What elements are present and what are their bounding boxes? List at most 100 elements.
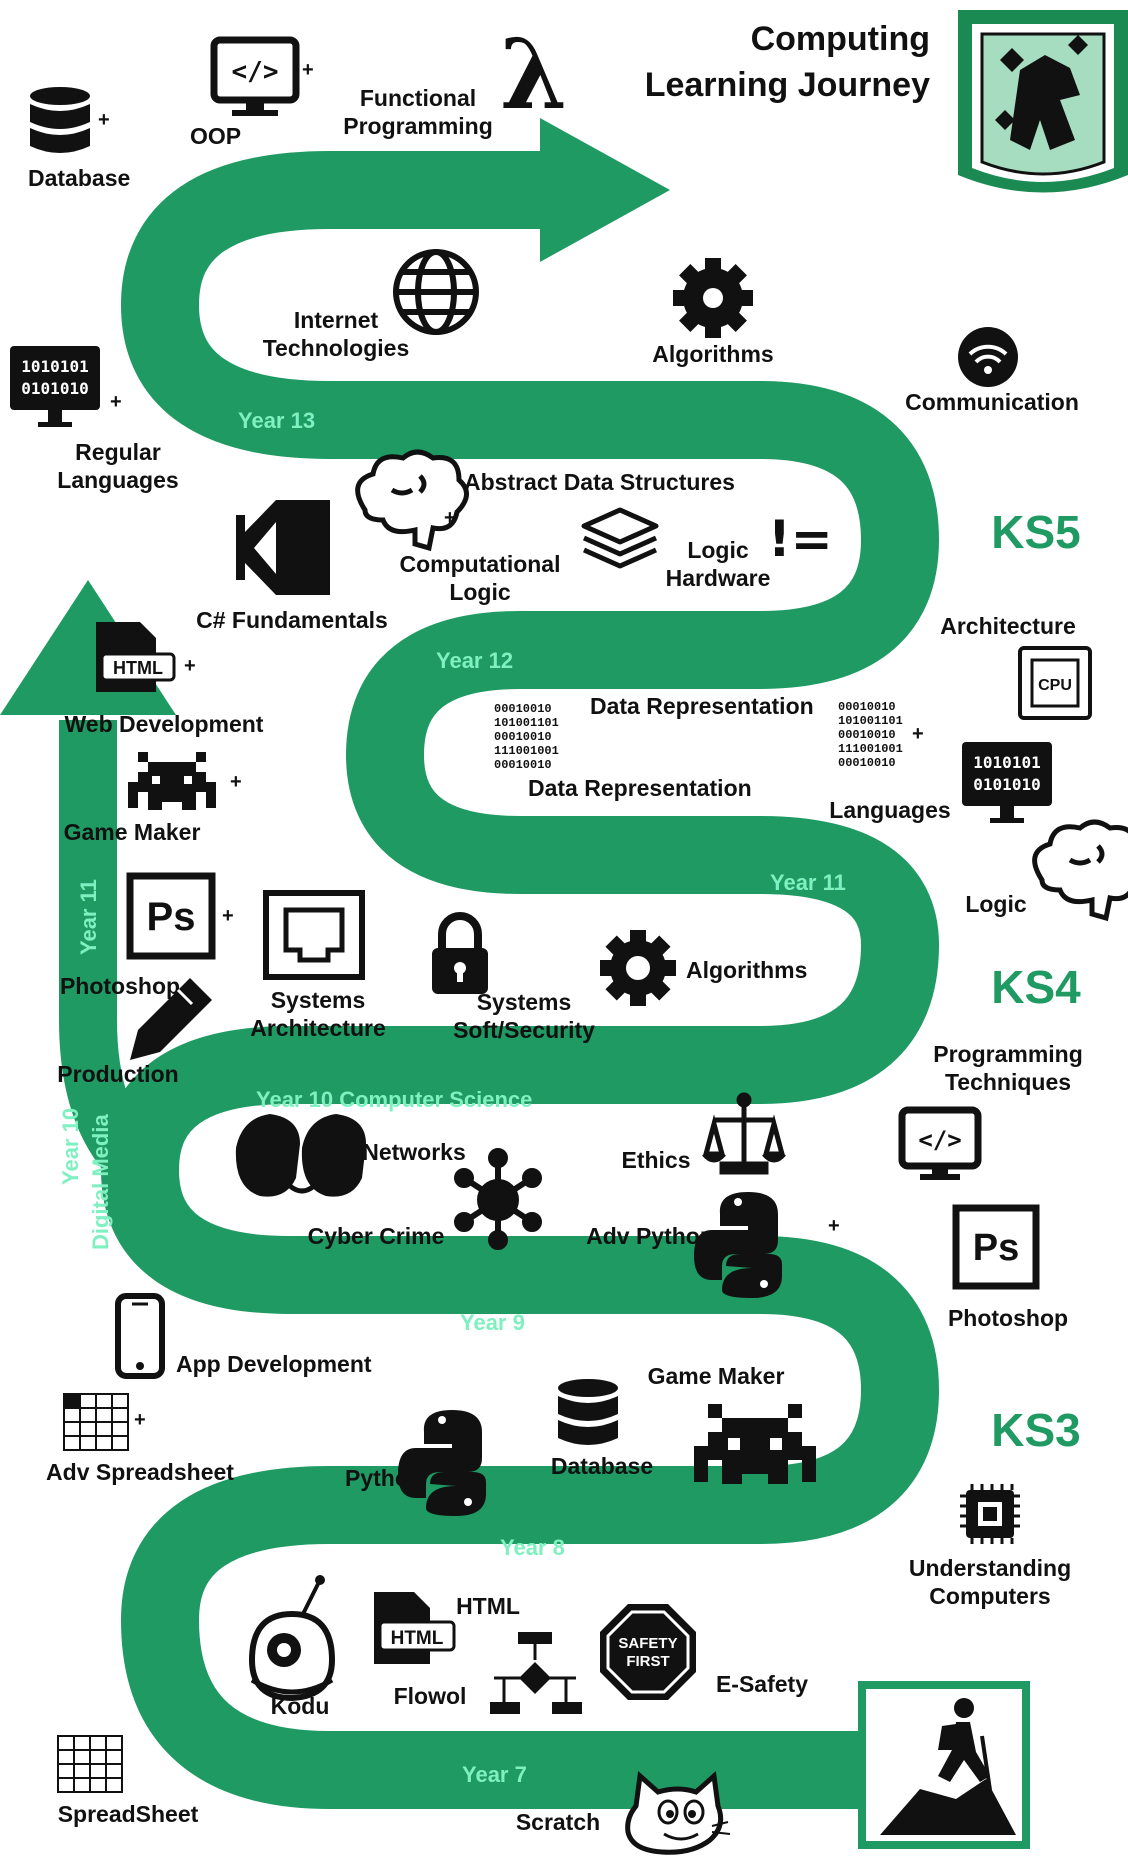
topic-languages: Languages (829, 797, 950, 823)
topic-database-top: Database (28, 165, 130, 191)
globe-icon (393, 249, 479, 335)
topic-logic: Logic (965, 891, 1027, 917)
spreadsheet-icon (63, 1393, 129, 1451)
handcuffs-icon (235, 1114, 366, 1197)
html-file-icon: HTML (374, 1592, 456, 1664)
svg-text:FIRST: FIRST (626, 1653, 669, 1670)
plus: + (110, 391, 122, 413)
plus: + (828, 1215, 840, 1237)
chip-icon (960, 1484, 1020, 1544)
topic-comp-logic-2: Logic (449, 579, 511, 605)
svg-text:</>: </> (232, 57, 279, 87)
photoshop-icon: Ps (952, 1204, 1040, 1290)
topic-sys-sec-2: Soft/Security (453, 1017, 595, 1043)
topic-communication: Communication (905, 389, 1079, 415)
gear-icon (600, 930, 676, 1006)
binary-block-2: 111001001 (838, 742, 903, 756)
svg-text:Ps: Ps (973, 1227, 1019, 1269)
python-icon (398, 1410, 486, 1516)
brain-icon (1032, 819, 1128, 922)
road-path (101, 151, 939, 1809)
svg-text:Ps: Ps (147, 895, 196, 939)
dm-year-11-label: Year 11 (76, 879, 101, 955)
binary-block-1: 00010010 (494, 758, 552, 772)
topic-logic-hw-1: Logic (687, 537, 749, 563)
topic-sys-sec-1: Systems (477, 989, 572, 1015)
topic-photoshop: Photoshop (948, 1305, 1068, 1331)
topic-csharp: C# Fundamentals (196, 607, 388, 633)
topic-scratch: Scratch (516, 1809, 600, 1835)
topic-sys-arch-2: Architecture (250, 1015, 385, 1041)
topic-flowol: Flowol (394, 1683, 467, 1709)
cpu-icon: CPU (1018, 646, 1092, 720)
brain-icon (355, 449, 469, 552)
svg-text:0101010: 0101010 (21, 379, 88, 398)
space-invader-icon (128, 752, 216, 810)
kodu-robot-icon (248, 1575, 336, 1702)
database-icon (558, 1379, 618, 1445)
topic-kodu: Kodu (271, 1693, 330, 1719)
ethernet-port-icon (263, 890, 365, 980)
topic-internet-1: Internet (294, 307, 379, 333)
gear-icon (673, 258, 753, 338)
topic-architecture: Architecture (940, 613, 1075, 639)
topic-algorithms-mid: Algorithms (686, 957, 807, 983)
flowchart-icon (490, 1632, 582, 1714)
topic-prog-tech-2: Techniques (945, 1069, 1071, 1095)
topic-sys-arch-1: Systems (271, 987, 366, 1013)
topic-spreadsheet: SpreadSheet (58, 1801, 199, 1827)
dm-name-label: Digital Media (88, 1114, 113, 1250)
topic-cyber-crime: Cyber Crime (308, 1223, 445, 1249)
svg-text:HTML: HTML (113, 658, 163, 678)
topic-understanding-1: Understanding (909, 1555, 1071, 1581)
topic-algorithms-top: Algorithms (652, 341, 773, 367)
topic-adv-python: Adv Python (586, 1223, 714, 1249)
year-8-label: Year 8 (500, 1535, 565, 1560)
layers-icon (581, 507, 659, 569)
svg-text:0101010: 0101010 (973, 775, 1040, 794)
dm-year-10-label: Year 10 (58, 1108, 83, 1185)
topic-understanding-2: Computers (929, 1583, 1050, 1609)
topic-functional-1: Functional (360, 85, 476, 111)
svg-text:1010101: 1010101 (973, 753, 1040, 772)
visual-studio-icon (236, 500, 330, 595)
topic-production: Production (57, 1061, 178, 1087)
plus: + (134, 1409, 146, 1431)
not-equal-icon: != (768, 510, 833, 568)
network-hub-icon (454, 1148, 542, 1250)
database-top-icon (30, 87, 90, 153)
binary-monitor-icon: 1010101 0101010 (10, 346, 100, 427)
ks5-label: KS5 (991, 506, 1080, 558)
python-icon (694, 1192, 782, 1298)
spreadsheet-icon (57, 1735, 123, 1793)
binary-block-2: 00010010 (838, 700, 896, 714)
lambda-icon: λ (500, 18, 567, 131)
year-12-label: Year 12 (436, 648, 513, 673)
topic-regular-lang-2: Languages (57, 467, 178, 493)
topic-data-rep-2: Data Representation (528, 775, 752, 801)
topic-game-maker-dm: Game Maker (64, 819, 201, 845)
plus: + (184, 655, 196, 677)
topic-game-maker: Game Maker (648, 1363, 785, 1389)
topic-functional-2: Programming (343, 113, 493, 139)
topic-html: HTML (456, 1593, 520, 1619)
binary-block-2: 00010010 (838, 728, 896, 742)
topic-photoshop-dm: Photoshop (60, 973, 180, 999)
ks3-label: KS3 (991, 1404, 1080, 1456)
binary-block-1: 00010010 (494, 702, 552, 716)
pencil-icon (130, 978, 212, 1060)
hiker-icon (858, 1681, 1030, 1849)
topic-esafety: E-Safety (716, 1671, 808, 1697)
photoshop-icon: Ps (126, 872, 216, 960)
year-9-label: Year 9 (460, 1310, 525, 1335)
html-file-icon: HTML (96, 622, 176, 692)
code-monitor-icon: </> (210, 36, 300, 116)
topic-internet-2: Technologies (263, 335, 410, 361)
topic-comp-logic-1: Computational (400, 551, 561, 577)
topic-app-dev: App Development (176, 1351, 372, 1377)
binary-monitor-icon: 1010101 0101010 (962, 742, 1052, 823)
year-11-label: Year 11 (770, 870, 846, 895)
page-title-line2: Learning Journey (645, 66, 930, 104)
topic-python: Python (345, 1465, 423, 1491)
scratch-cat-icon (625, 1771, 731, 1855)
